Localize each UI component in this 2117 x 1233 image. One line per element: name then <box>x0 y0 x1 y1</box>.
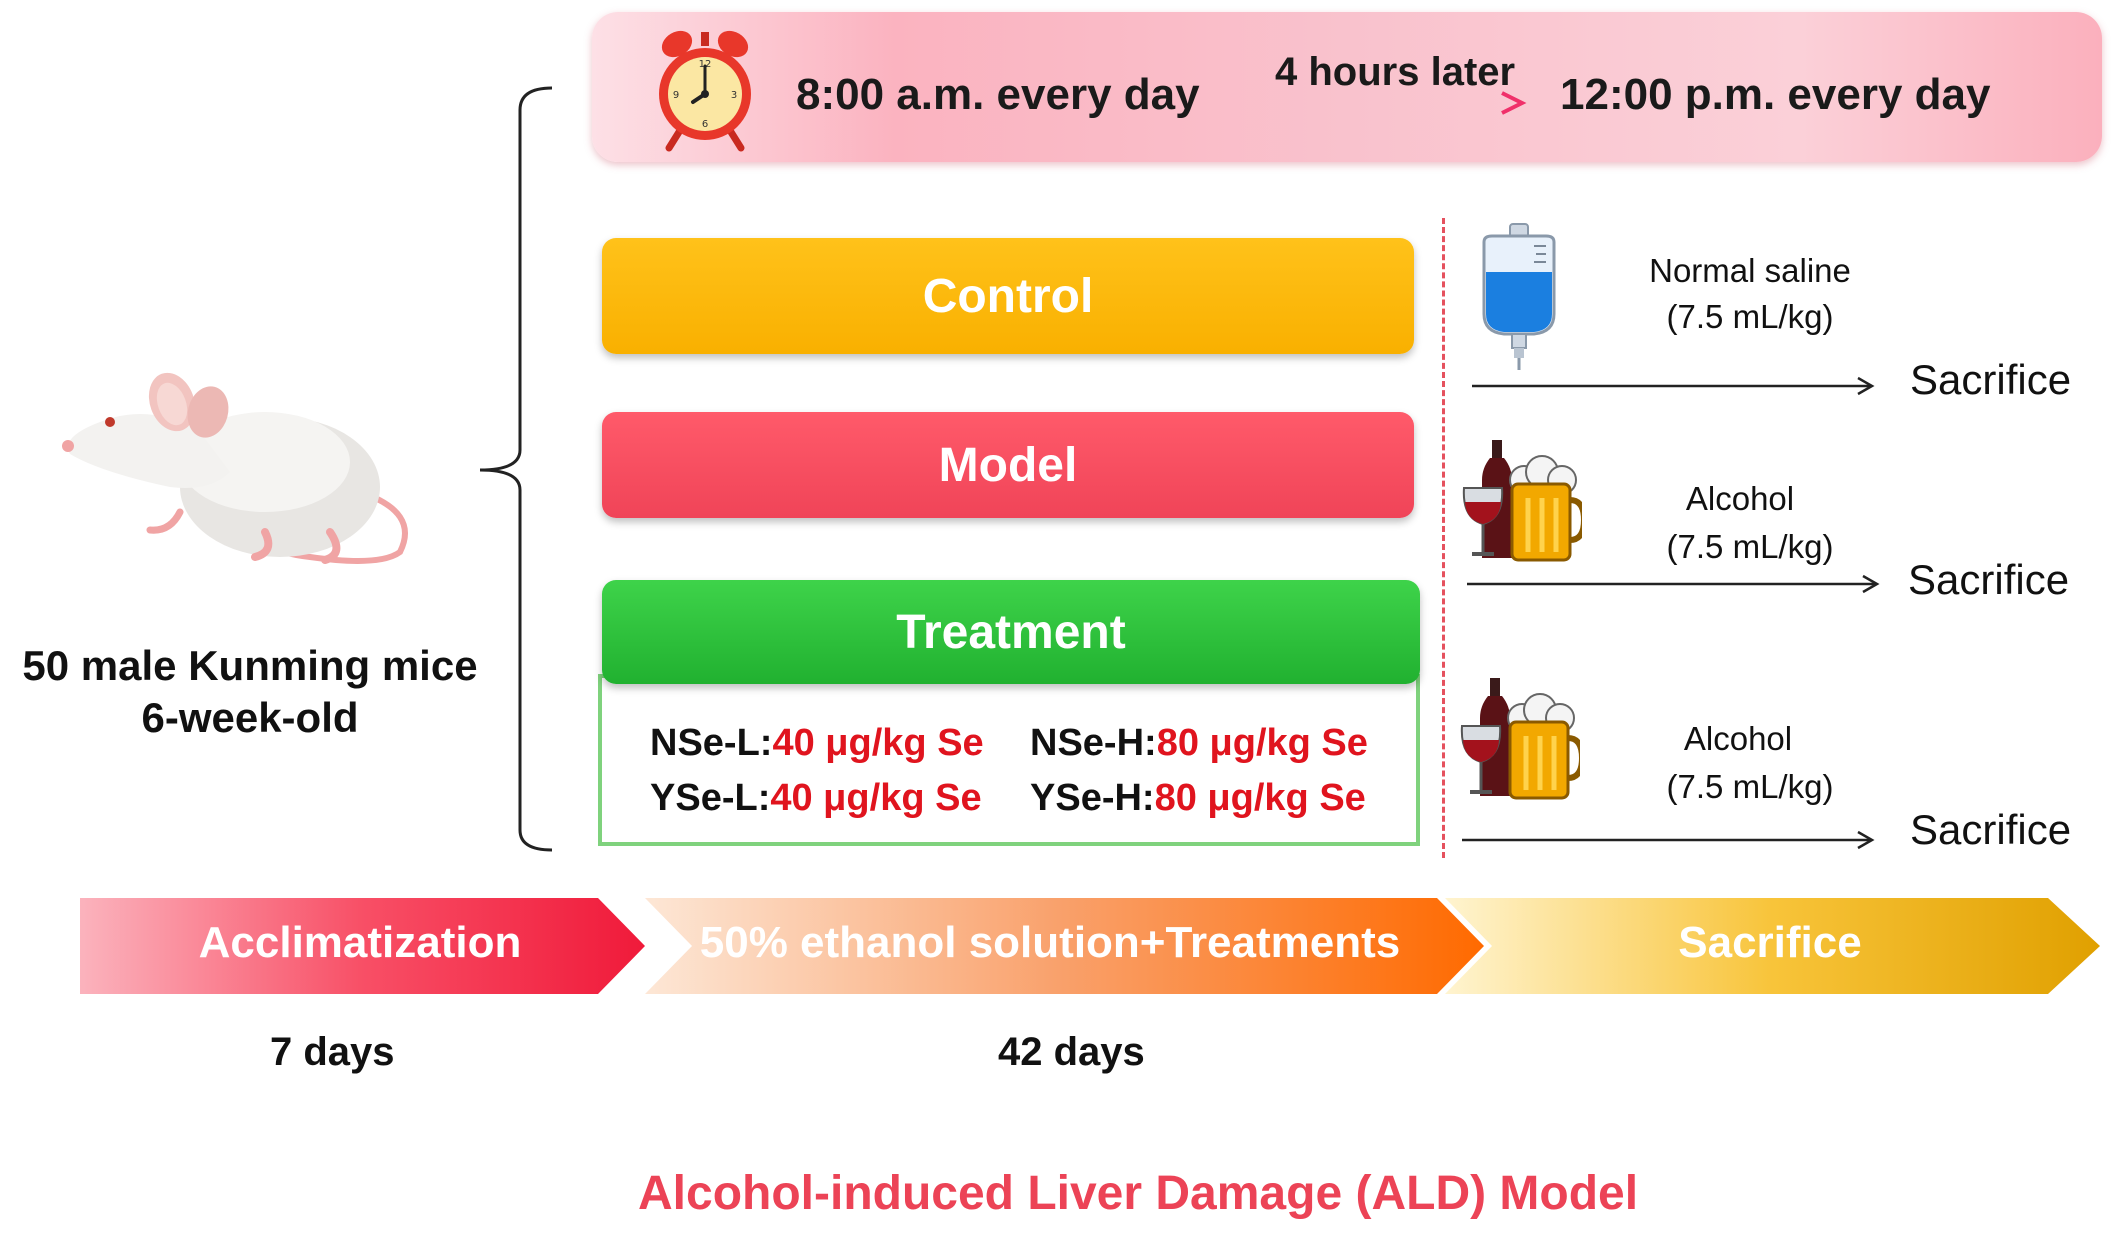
timeline-step-3-label: Sacrifice <box>1678 918 1862 967</box>
timeline-step-1-shape <box>80 898 645 994</box>
dose-yse-h: YSe-H:80 μg/kg Se <box>1030 777 1366 819</box>
admin-2-substance: Alcohol <box>1685 480 1795 517</box>
admin-1-dose: (7.5 mL/kg) <box>1666 298 1834 335</box>
treatment-group-box: Treatment <box>602 580 1420 684</box>
mouse-icon <box>62 372 408 564</box>
morning-time-label: 8:00 a.m. every day <box>796 70 1200 119</box>
admin-1-arrow <box>1472 376 1875 396</box>
wine-beer-icon <box>1462 440 1582 562</box>
control-group-box: Control <box>602 238 1414 354</box>
dose-nse-h: NSe-H:80 μg/kg Se <box>1030 722 1368 764</box>
treatment-dose-panel <box>598 674 1420 846</box>
dose-yse-l: YSe-L:40 μg/kg Se <box>650 777 982 819</box>
timeline-step-2-duration: 42 days <box>998 1030 1145 1074</box>
svg-text:9: 9 <box>673 90 679 101</box>
dose-nse-l: NSe-L:40 μg/kg Se <box>650 722 984 764</box>
timeline-step-2-shape <box>645 898 1484 994</box>
admin-3-outcome: Sacrifice <box>1910 806 2072 853</box>
group-brace <box>479 86 553 852</box>
admin-3-substance: Alcohol <box>1683 720 1793 757</box>
alarm-clock-icon: 12 3 6 9 <box>659 30 751 152</box>
admin-2-dose: (7.5 mL/kg) <box>1666 528 1834 565</box>
phase-divider <box>1442 218 1445 858</box>
subjects-label: 50 male Kunming mice 6-week-old <box>0 640 500 744</box>
admin-1-outcome: Sacrifice <box>1910 356 2072 403</box>
timeline-step-1-duration: 7 days <box>270 1030 395 1074</box>
timeline <box>80 898 2100 994</box>
diagram-title: Alcohol-induced Liver Damage (ALD) Model <box>638 1167 1639 1220</box>
interval-label: 4 hours later <box>1275 50 1516 94</box>
svg-text:3: 3 <box>731 90 737 101</box>
iv-bag-icon <box>1482 223 1556 370</box>
svg-text:6: 6 <box>702 119 708 130</box>
admin-3-arrow <box>1462 830 1875 850</box>
admin-2-outcome: Sacrifice <box>1908 556 2070 603</box>
interval-arrow <box>1254 91 1527 115</box>
subjects-line-1: 50 male Kunming mice <box>22 642 478 689</box>
timeline-step-2-label: 50% ethanol solution+Treatments <box>699 918 1401 967</box>
wine-beer-icon <box>1460 678 1580 800</box>
timeline-step-3-shape <box>1445 898 2100 994</box>
subjects-line-2: 6-week-old <box>141 694 359 741</box>
schedule-banner <box>592 12 2102 162</box>
admin-3-dose: (7.5 mL/kg) <box>1666 768 1834 805</box>
admin-1-substance: Normal saline <box>1649 252 1851 289</box>
timeline-step-1-label: Acclimatization <box>198 918 522 967</box>
model-group-box: Model <box>602 412 1414 518</box>
admin-2-arrow <box>1467 574 1880 594</box>
noon-time-label: 12:00 p.m. every day <box>1560 70 1991 119</box>
